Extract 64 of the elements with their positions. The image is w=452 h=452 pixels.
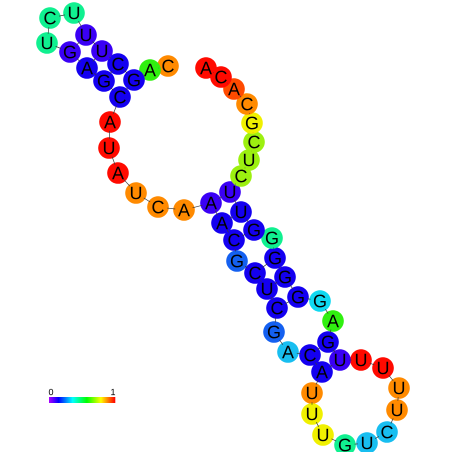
base-pair-line: [328, 364, 333, 368]
backbone-line: [333, 350, 336, 353]
backbone-line: [109, 130, 110, 140]
backbone-line: [296, 352, 302, 354]
base-pair-line: [218, 196, 222, 199]
backbone-line: [374, 436, 380, 439]
backbone-line: [315, 362, 318, 366]
backbone-line: [324, 308, 329, 314]
base-pair-line: [110, 70, 112, 74]
base-pair-line: [262, 263, 268, 268]
base-pair-line: [229, 216, 234, 219]
backbone-line: [239, 95, 242, 98]
node-label: U: [244, 154, 254, 166]
backbone-line: [234, 248, 236, 252]
backbone-line: [112, 156, 116, 166]
base-pair-line: [76, 41, 80, 46]
backbone-line: [330, 329, 332, 333]
backbone-line: [331, 438, 337, 442]
backbone-line: [246, 219, 249, 223]
base-pair-line: [317, 347, 321, 350]
backbone-line: [234, 200, 237, 204]
backbone-line: [143, 198, 151, 202]
backbone-line: [290, 284, 294, 290]
backbone-line: [78, 20, 82, 28]
backbone-line: [279, 266, 281, 269]
node-label: C: [215, 70, 227, 84]
base-pair-line: [284, 301, 290, 304]
scale-label: 1: [111, 388, 116, 396]
backbone-line: [390, 418, 394, 424]
backbone-line: [55, 46, 62, 49]
backbone-line: [108, 56, 112, 58]
backbone-line: [166, 208, 176, 210]
backbone-line: [48, 26, 50, 34]
node-label: C: [248, 136, 260, 148]
node-label: C: [235, 170, 247, 182]
backbone-line: [398, 396, 399, 402]
backbone-line: [307, 298, 311, 300]
backbone-line: [94, 73, 97, 76]
backbone-line: [92, 41, 96, 45]
base-pair-line: [92, 58, 96, 62]
backbone-line: [316, 422, 320, 428]
base-pair-line: [274, 282, 278, 284]
backbone-line: [244, 266, 248, 268]
backbone-line: [270, 296, 274, 300]
backbone-line: [316, 380, 319, 386]
base-pair-line: [242, 234, 246, 236]
backbone-line: [274, 316, 276, 323]
backbone-line: [76, 58, 81, 62]
backbone-line: [110, 87, 114, 91]
backbone-line: [58, 14, 66, 16]
backbone-line: [260, 280, 262, 282]
base-pair-line: [126, 87, 128, 90]
backbone-line: [112, 105, 117, 114]
backbone-line: [124, 179, 130, 186]
backbone-line: [124, 70, 128, 74]
node-label: U: [262, 282, 272, 296]
node-label: A: [200, 62, 212, 74]
backbone-line: [279, 340, 284, 346]
scale-label: 0: [48, 388, 54, 396]
backbone-line: [369, 362, 375, 366]
backbone-line: [388, 374, 394, 382]
backbone-line: [226, 230, 229, 233]
backbone-line: [214, 210, 218, 216]
backbone-line: [192, 204, 203, 208]
